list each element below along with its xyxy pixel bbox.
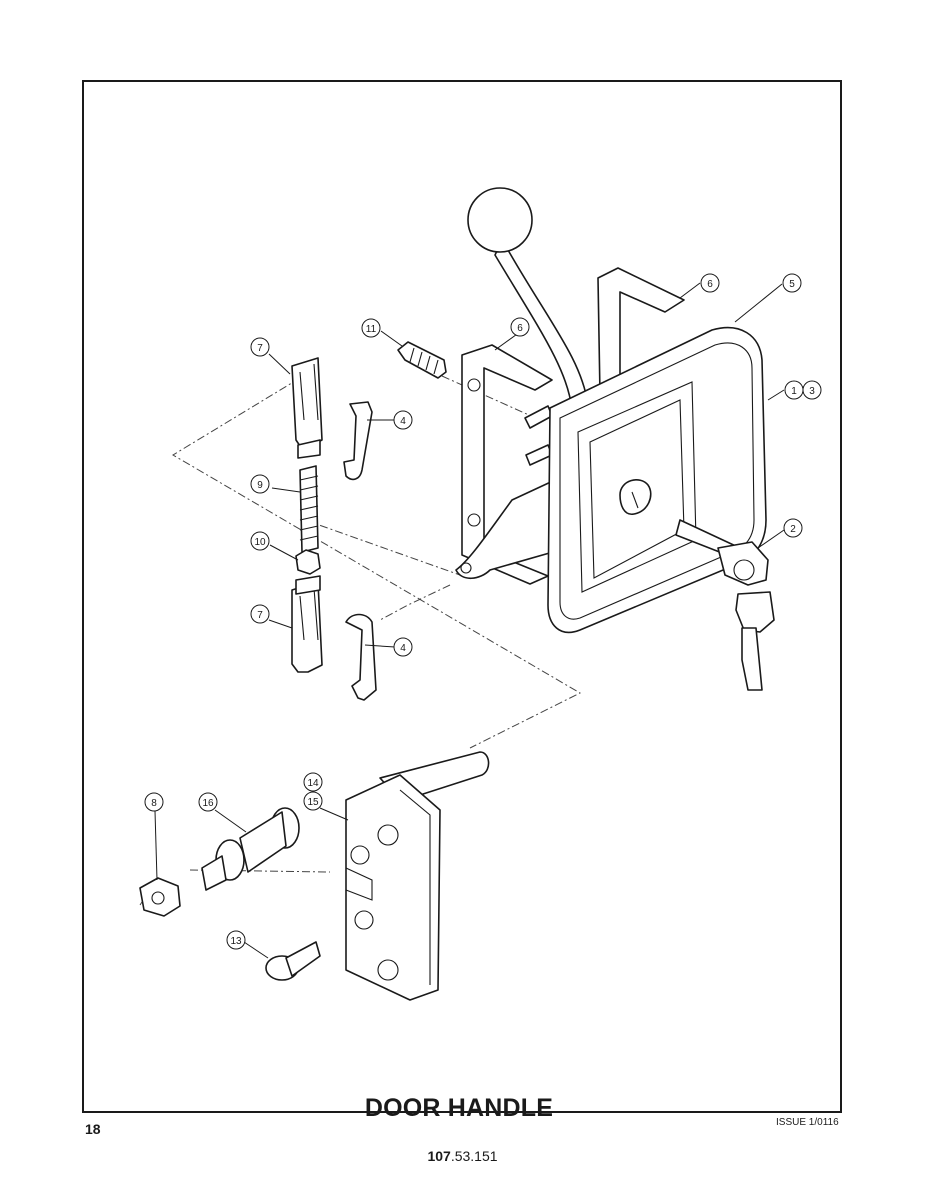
callout-6-front: 6 [510,317,530,337]
handle-body [547,326,767,634]
clevis-top [291,357,323,459]
callout-label: 14 [307,778,319,789]
callout-7-bottom: 7 [250,604,270,624]
callout-label: 13 [230,936,242,947]
callout-15: 15 [303,791,323,811]
callout-5: 5 [782,273,802,293]
rotary-latch [345,751,490,1001]
keys [675,519,775,691]
shoulder-bolt [201,807,300,891]
callout-label: 4 [400,643,406,654]
callout-label: 15 [307,797,319,808]
page-number: 18 [85,1121,101,1137]
callout-1: 1 [784,380,804,400]
diagram-frame [82,80,842,1113]
document-number-prefix: 107 [427,1148,451,1164]
callout-14: 14 [303,772,323,792]
callout-label: 6 [517,323,523,334]
document-number: 107.53.151 [0,1148,925,1164]
callout-label: 7 [257,343,263,354]
callout-3: 3 [802,380,822,400]
hex-nut-10 [295,549,321,575]
callout-label: 7 [257,610,263,621]
callout-label: 5 [789,279,795,290]
callout-label: 4 [400,416,406,427]
callout-16: 16 [198,792,218,812]
threaded-rod [299,465,319,553]
callout-label: 3 [809,386,815,397]
callout-7-top: 7 [250,337,270,357]
callout-2: 2 [783,518,803,538]
callout-6-rear: 6 [700,273,720,293]
callout-label: 8 [151,798,157,809]
title-rule-right [566,1111,744,1112]
callout-10: 10 [250,531,270,551]
screw-11 [397,341,447,379]
callout-4-bottom: 4 [393,637,413,657]
clevis-bottom [291,575,323,673]
callout-9: 9 [250,474,270,494]
title-rule-left [112,1111,352,1112]
callout-11: 11 [361,318,381,338]
callout-4-top: 4 [393,410,413,430]
flange-nut [139,877,181,917]
screw-13 [265,941,321,981]
callout-label: 11 [366,324,377,335]
callout-label: 6 [707,279,713,290]
callout-label: 16 [202,798,214,809]
document-number-suffix: .53.151 [450,1148,498,1164]
callout-label: 2 [790,524,796,535]
mounting-bracket [455,479,561,580]
callout-8: 8 [144,792,164,812]
spring-clip-bottom [345,613,377,701]
gasket-front [461,344,553,585]
issue-label: ISSUE 1/0116 [776,1117,839,1128]
leader-lines [154,282,785,959]
callout-label: 10 [254,537,266,548]
handle-pins [524,405,553,466]
callout-13: 13 [226,930,246,950]
callout-label: 1 [791,386,797,397]
spring-clip-top [343,401,373,481]
callout-label: 9 [257,480,263,491]
page-title: DOOR HANDLE [364,1094,554,1122]
